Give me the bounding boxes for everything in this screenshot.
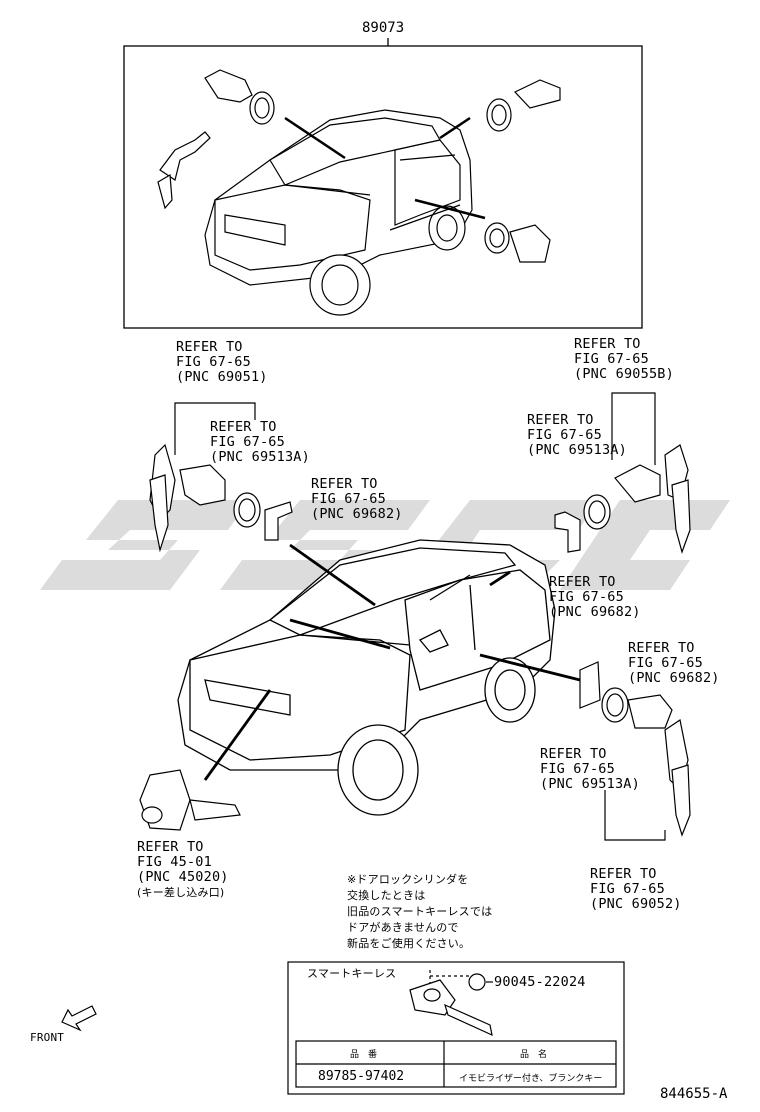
top-parts [157, 69, 561, 263]
right-lock-parts [554, 444, 691, 554]
table-cell-part-name: イモビライザー付き、ブランクキー [459, 1074, 603, 1084]
front-label: FRONT [30, 1031, 65, 1044]
smart-key-part-callout: 90045-22024 [494, 974, 586, 990]
front-lock-parts [579, 661, 691, 837]
front-ref-bracket [604, 790, 666, 841]
assembly-number: 89073 [362, 20, 405, 36]
table-header-part-name: 品 名 [520, 1050, 548, 1060]
replacement-note: ※ドアロックシリンダを 交換したときは 旧品のスマートキーレスでは ドアがあきま… [347, 873, 493, 950]
callout-rear-left: REFER TO FIG 67-65 (PNC 69051) [176, 339, 268, 385]
main-car-illustration [177, 539, 556, 816]
callout-front-key: REFER TO FIG 67-65 (PNC 69052) [590, 866, 682, 912]
callout-front-clip: REFER TO FIG 67-65 (PNC 69682) [628, 640, 720, 686]
table-header-part-number: 品 番 [350, 1050, 378, 1060]
smart-key-box-title: スマートキーレス [307, 967, 397, 980]
callout-right-clip: REFER TO FIG 67-65 (PNC 69682) [549, 574, 641, 620]
front-arrow-icon [61, 1005, 97, 1032]
assembly-box [123, 38, 643, 329]
ignition-cylinder [139, 769, 241, 831]
callout-ignition: REFER TO FIG 45-01 (PNC 45020) (キー差し込み口) [137, 839, 229, 900]
callout-right-ring: REFER TO FIG 67-65 (PNC 69513A) [527, 412, 627, 458]
callout-rear-left-ring: REFER TO FIG 67-65 (PNC 69513A) [210, 419, 310, 465]
callout-rear-left-clip: REFER TO FIG 67-65 (PNC 69682) [311, 476, 403, 522]
callout-right-top: REFER TO FIG 67-65 (PNC 69055B) [574, 336, 674, 382]
callout-front-ring: REFER TO FIG 67-65 (PNC 69513A) [540, 746, 640, 792]
table-cell-part-number: 89785-97402 [318, 1069, 405, 1084]
right-ref-bracket [611, 392, 656, 465]
left-lock-parts [149, 443, 293, 553]
main-leader-lines [203, 543, 581, 781]
figure-id: 844655-A [660, 1086, 728, 1102]
smart-key-illustration [409, 973, 493, 1037]
top-leader-lines [284, 116, 486, 220]
top-car-illustration [204, 109, 473, 316]
left-ref-bracket [174, 402, 256, 455]
